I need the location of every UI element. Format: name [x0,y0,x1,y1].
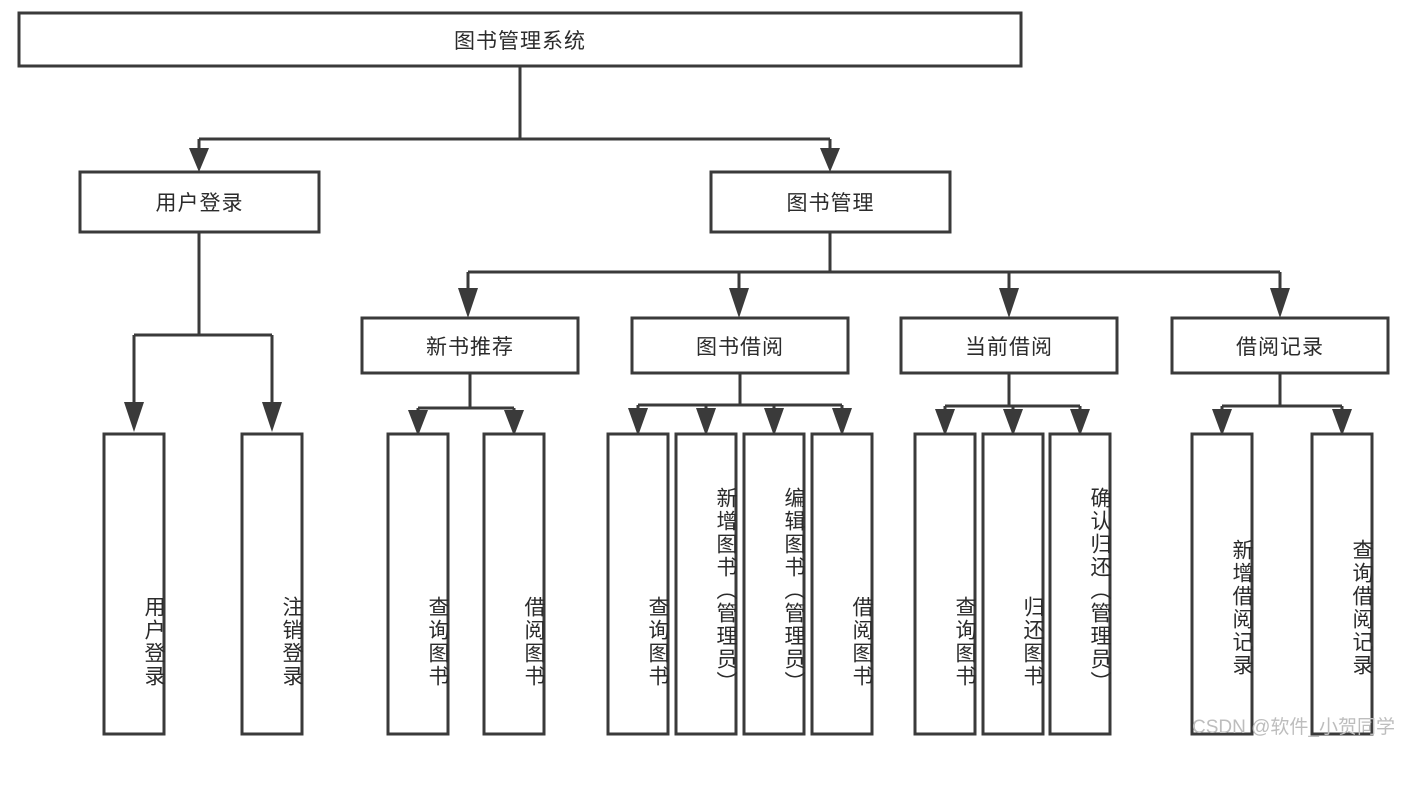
leaf-box-new-book-1[interactable] [482,432,546,736]
leaf-box-borrow-record-1[interactable] [1310,432,1374,736]
leaf-box-current-borrow-2[interactable] [1048,432,1112,736]
arrow-bookborrow-leaf4-icon [832,408,852,436]
leaf-box-book-borrow-1[interactable] [674,432,738,736]
leaf-box-new-book-0[interactable] [386,432,450,736]
arrow-user-leaf2-icon [262,402,282,432]
arrow-level2-user-icon [189,148,209,172]
arrow-level3-2-icon [729,288,749,318]
arrow-level3-3-icon [999,288,1019,318]
leaf-box-current-borrow-1[interactable] [981,432,1045,736]
leaf-box-user-login-1[interactable] [240,432,304,736]
arrow-currentborrow-leaf2-icon [1003,409,1023,436]
leaf-box-book-borrow-2[interactable] [742,432,806,736]
arrow-borrowrecord-leaf2-icon [1332,409,1352,436]
arrow-bookborrow-leaf2-icon [696,408,716,436]
arrow-level3-4-icon [1270,288,1290,318]
arrow-currentborrow-leaf1-icon [935,409,955,436]
node-root-box[interactable] [17,11,1023,68]
arrow-newbook-leaf2-icon [504,410,524,436]
leaf-box-borrow-record-0[interactable] [1190,432,1254,736]
diagram-svg [17,11,1390,736]
node-user-login-box[interactable] [78,170,321,234]
leaf-box-book-borrow-0[interactable] [606,432,670,736]
arrow-bookborrow-leaf3-icon [764,408,784,436]
node-new-book-box[interactable] [360,316,580,375]
arrow-user-leaf1-icon [124,402,144,432]
leaf-box-current-borrow-0[interactable] [913,432,977,736]
arrow-level3-1-icon [458,288,478,318]
node-current-borrow-box[interactable] [899,316,1119,375]
arrow-currentborrow-leaf3-icon [1070,409,1090,436]
arrow-newbook-leaf1-icon [408,410,428,436]
diagram-canvas: 图书管理系统 用户登录 图书管理 新书推荐 图书借阅 当前借阅 借阅记录 用户登… [17,11,1395,738]
node-borrow-record-box[interactable] [1170,316,1390,375]
leaf-box-user-login-0[interactable] [102,432,166,736]
arrow-level2-book-icon [820,148,840,172]
node-book-borrow-box[interactable] [630,316,850,375]
leaf-box-book-borrow-3[interactable] [810,432,874,736]
node-book-manage-box[interactable] [709,170,952,234]
arrow-bookborrow-leaf1-icon [628,408,648,436]
arrow-borrowrecord-leaf1-icon [1212,409,1232,436]
